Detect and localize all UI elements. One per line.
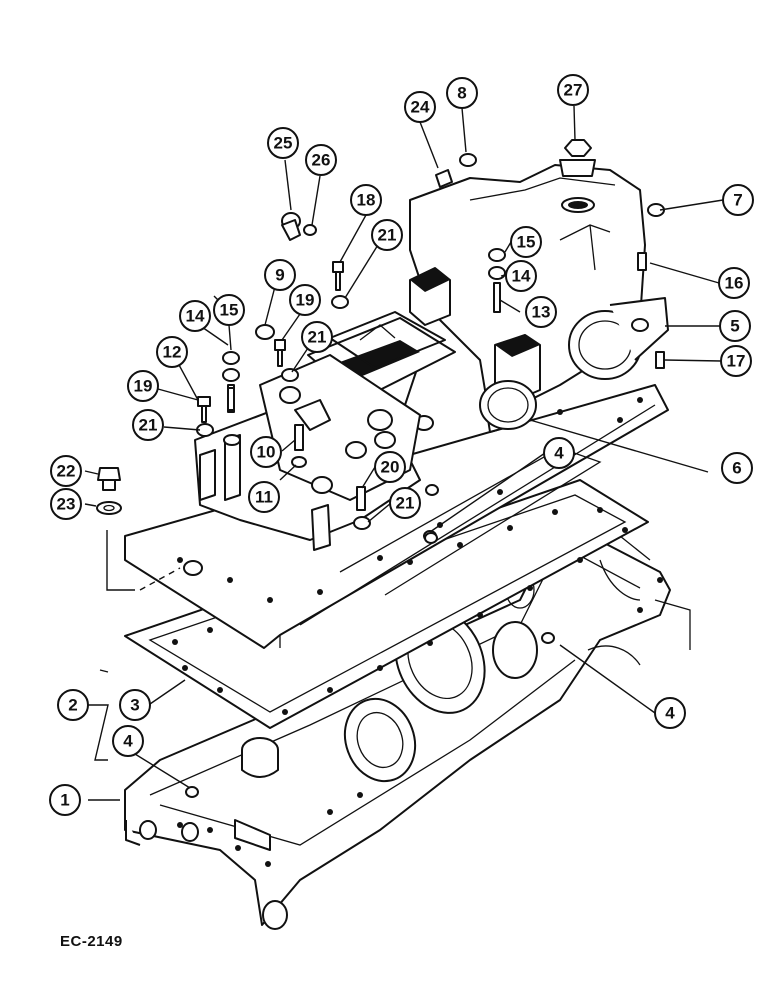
callout-11: 11 xyxy=(248,481,280,513)
callout-label: 21 xyxy=(378,226,397,245)
callout-25: 25 xyxy=(267,127,299,159)
callout-21: 21 xyxy=(371,219,403,251)
callout-16: 16 xyxy=(718,267,750,299)
callout-label: 12 xyxy=(163,343,182,362)
callout-2: 2 xyxy=(57,689,89,721)
callout-label: 20 xyxy=(381,458,400,477)
callout-20: 20 xyxy=(374,451,406,483)
callout-6: 6 xyxy=(721,452,753,484)
callout-label: 4 xyxy=(665,704,675,723)
callout-4: 4 xyxy=(543,437,575,469)
callout-19: 19 xyxy=(289,284,321,316)
callout-18: 18 xyxy=(350,184,382,216)
callout-label: 23 xyxy=(57,495,76,514)
callout-label: 7 xyxy=(733,191,742,210)
callout-label: 8 xyxy=(457,84,466,103)
callout-label: 19 xyxy=(134,377,153,396)
callout-15: 15 xyxy=(510,226,542,258)
callout-label: 1 xyxy=(60,791,69,810)
callout-22: 22 xyxy=(50,455,82,487)
callout-label: 21 xyxy=(308,328,327,347)
callout-label: 21 xyxy=(396,494,415,513)
loose-hardware xyxy=(96,139,665,798)
callout-label: 15 xyxy=(220,301,239,320)
callout-10: 10 xyxy=(250,436,282,468)
callout-1: 1 xyxy=(49,784,81,816)
callout-label: 17 xyxy=(727,352,746,371)
callout-4: 4 xyxy=(654,697,686,729)
callout-label: 25 xyxy=(274,134,293,153)
callout-12: 12 xyxy=(156,336,188,368)
callout-13: 13 xyxy=(525,296,557,328)
callout-label: 21 xyxy=(139,416,158,435)
transmission-housing xyxy=(124,509,691,930)
callout-26: 26 xyxy=(305,144,337,176)
callout-label: 3 xyxy=(130,696,139,715)
callout-9: 9 xyxy=(264,259,296,291)
callout-15: 15 xyxy=(213,294,245,326)
callout-21: 21 xyxy=(301,321,333,353)
callout-21: 21 xyxy=(132,409,164,441)
callout-label: 27 xyxy=(564,81,583,100)
callout-label: 18 xyxy=(357,191,376,210)
callout-label: 4 xyxy=(554,444,564,463)
callout-label: 15 xyxy=(517,233,536,252)
callout-24: 24 xyxy=(404,91,436,123)
callout-17: 17 xyxy=(720,345,752,377)
callout-label: 9 xyxy=(275,266,284,285)
callout-14: 14 xyxy=(179,300,211,332)
callout-label: 11 xyxy=(255,488,273,507)
callout-label: 2 xyxy=(68,696,77,715)
callout-label: 10 xyxy=(257,443,276,462)
callout-label: 14 xyxy=(512,267,531,286)
callout-8: 8 xyxy=(446,77,478,109)
callout-23: 23 xyxy=(50,488,82,520)
callout-21: 21 xyxy=(389,487,421,519)
callout-3: 3 xyxy=(119,689,151,721)
callout-label: 4 xyxy=(123,732,133,751)
callout-label: 24 xyxy=(411,98,430,117)
callout-label: 5 xyxy=(730,317,739,336)
callout-label: 22 xyxy=(57,462,76,481)
callout-label: 13 xyxy=(532,303,551,322)
callout-7: 7 xyxy=(722,184,754,216)
callout-19: 19 xyxy=(127,370,159,402)
figure-code: EC-2149 xyxy=(60,933,123,950)
callout-14: 14 xyxy=(505,260,537,292)
callout-5: 5 xyxy=(719,310,751,342)
callout-27: 27 xyxy=(557,74,589,106)
callout-label: 26 xyxy=(312,151,331,170)
callout-label: 14 xyxy=(186,307,205,326)
callout-4: 4 xyxy=(112,725,144,757)
callout-label: 16 xyxy=(725,274,744,293)
callout-label: 6 xyxy=(732,459,741,478)
callout-label: 19 xyxy=(296,291,315,310)
